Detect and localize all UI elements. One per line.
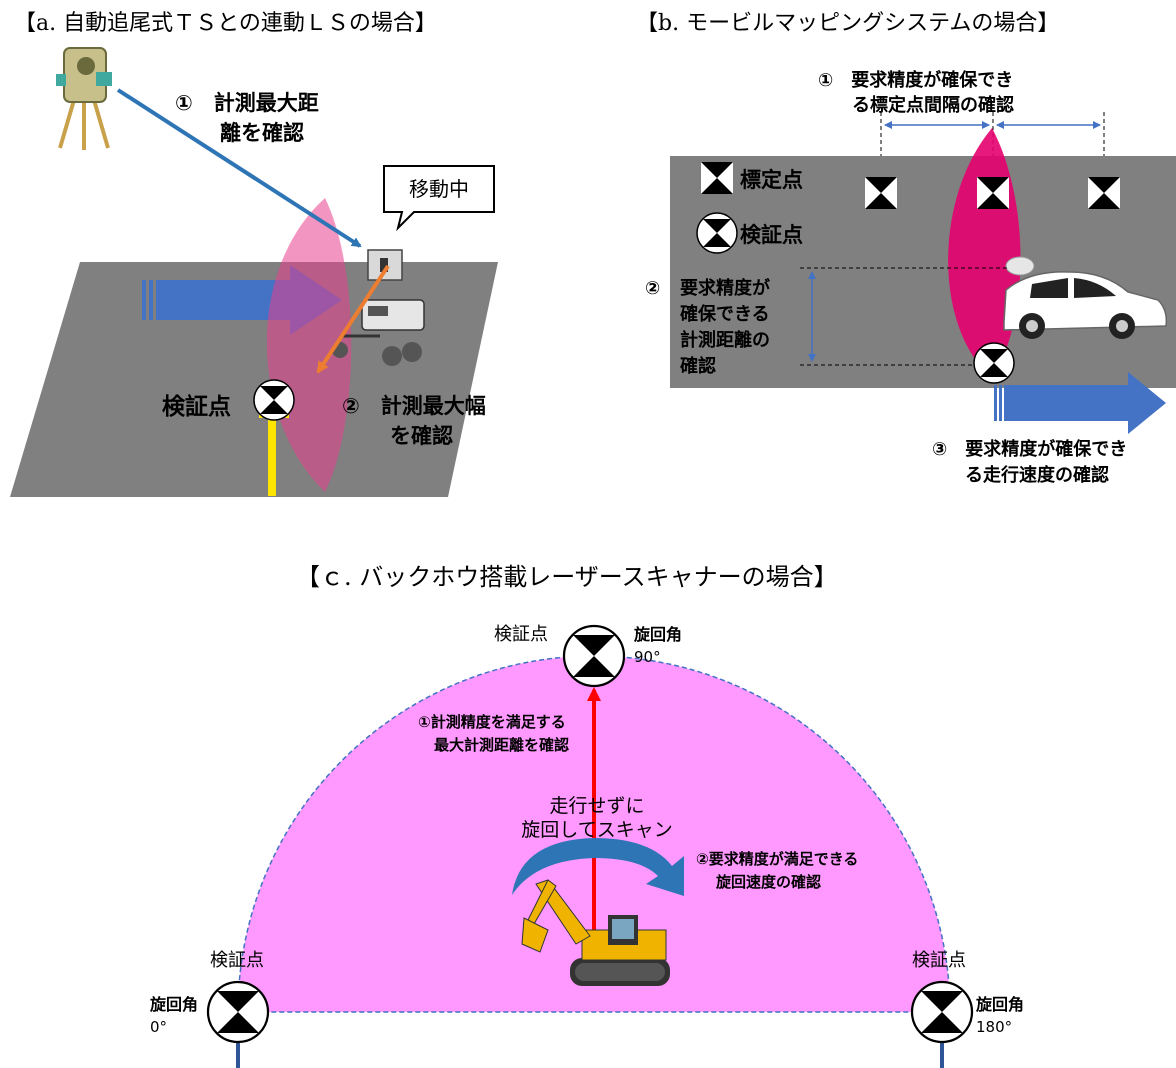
total-station-icon (56, 47, 112, 150)
angle-right-line1: 旋回角 (975, 995, 1024, 1014)
panel-a-title: 【a. 自動追尾式ＴＳとの連動ＬＳの場合】 (14, 11, 437, 36)
tracking-line (116, 88, 362, 248)
label-b2-line1: 要求精度が (680, 277, 770, 299)
check-point-right (910, 980, 974, 1068)
legend-reference-label: 標定点 (740, 168, 803, 192)
label-c1-line1: ①計測精度を満足する (418, 713, 566, 731)
check-point-b (973, 342, 1015, 384)
laser-fan (266, 198, 352, 492)
mms-vehicle-icon (1003, 256, 1168, 339)
label-b1-line2: る標定点間隔の確認 (852, 94, 1014, 116)
check-point-left (206, 980, 270, 1068)
panel-a: 【a. 自動追尾式ＴＳとの連動ＬＳの場合】 (10, 11, 498, 497)
distance-dimension (800, 267, 1010, 366)
label-a1-line1: ① 計測最大距 (175, 91, 319, 115)
panel-b-title: 【b. モービルマッピングシステムの場合】 (636, 11, 1059, 36)
label-b3-line1: ③ 要求精度が確保でき (932, 438, 1127, 460)
label-b2-line4: 確認 (680, 355, 716, 377)
angle-left-line2: 0° (150, 1018, 167, 1036)
legend-check-label: 検証点 (740, 223, 803, 247)
check-point-a (253, 379, 295, 496)
angle-right-line2: 180° (976, 1018, 1012, 1036)
label-a1-line2: 離を確認 (220, 121, 304, 145)
center-line1: 走行せずに (549, 795, 644, 817)
moving-label: 移動中 (409, 177, 469, 201)
reference-point-2 (977, 177, 1009, 209)
check-point-label-a: 検証点 (162, 393, 231, 420)
rotation-arrow (512, 838, 684, 896)
check-point-legend-icon (696, 212, 738, 254)
label-c2-line2: 旋回速度の確認 (715, 873, 821, 891)
label-b2-num: ② (645, 278, 660, 299)
label-a2-line2: を確認 (390, 424, 453, 448)
reference-point-1 (865, 177, 897, 209)
label-c2-line1: ②要求精度が満足できる (696, 850, 858, 868)
backhoe-excavator-icon (521, 879, 670, 986)
label-b3-line2: る走行速度の確認 (965, 464, 1109, 486)
check-left-label: 検証点 (210, 950, 264, 971)
check-right-label: 検証点 (912, 950, 966, 971)
check-point-top (562, 624, 626, 688)
angle-top-line1: 旋回角 (633, 625, 682, 644)
laser-scanner-robot-icon (332, 249, 425, 366)
panel-c: 【ｃ. バックホウ搭載レーザースキャナーの場合】 検証点 旋回角 90° ①計測… (149, 563, 1024, 1068)
angle-top-line2: 90° (634, 648, 661, 666)
measurement-line (316, 264, 390, 374)
angle-left-line1: 旋回角 (149, 995, 198, 1014)
label-a2-line1: ② 計測最大幅 (342, 394, 486, 418)
label-b2-line3: 計測距離の (680, 329, 770, 351)
label-b2-line2: 確保できる (680, 303, 770, 325)
moving-callout: 移動中 (383, 165, 495, 232)
center-line2: 旋回してスキャン (521, 819, 672, 841)
panel-b: 【b. モービルマッピングシステムの場合】 ① 要求精度が確保でき る標定点間隔… (636, 11, 1176, 486)
label-b1-line1: ① 要求精度が確保でき (818, 69, 1013, 91)
panel-c-title: 【ｃ. バックホウ搭載レーザースキャナーの場合】 (296, 563, 838, 591)
travel-arrow (994, 372, 1166, 434)
label-c1-line2: 最大計測距離を確認 (434, 736, 569, 754)
check-top-label: 検証点 (494, 624, 548, 645)
reference-point-3 (1088, 177, 1120, 209)
reference-point-legend-icon (701, 162, 733, 194)
